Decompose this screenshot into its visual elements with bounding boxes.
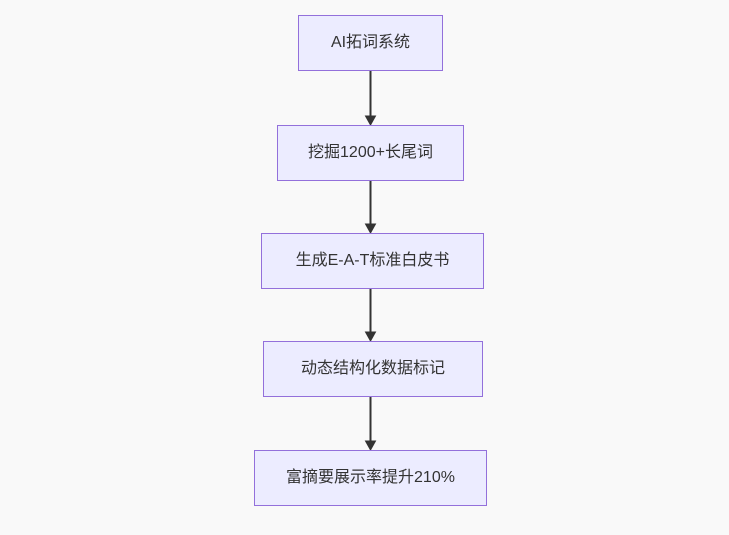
node-label: 生成E-A-T标准白皮书 <box>295 252 450 270</box>
flowchart-node-structured-data: 动态结构化数据标记 <box>263 341 483 397</box>
flowchart-node-eat-whitepaper: 生成E-A-T标准白皮书 <box>261 233 484 289</box>
node-label: AI拓词系统 <box>330 34 411 52</box>
flowchart-node-rich-snippet-result: 富摘要展示率提升210% <box>254 450 487 506</box>
node-label: 动态结构化数据标记 <box>300 360 445 378</box>
arrow-4 <box>364 397 377 452</box>
node-label: 挖掘1200+长尾词 <box>308 144 433 162</box>
arrow-1 <box>364 71 377 127</box>
node-label: 富摘要展示率提升210% <box>286 469 455 487</box>
arrow-2 <box>364 181 377 235</box>
flowchart-node-longtail-mining: 挖掘1200+长尾词 <box>277 125 464 181</box>
flowchart-node-ai-word-system: AI拓词系统 <box>298 15 443 71</box>
arrow-3 <box>364 289 377 343</box>
